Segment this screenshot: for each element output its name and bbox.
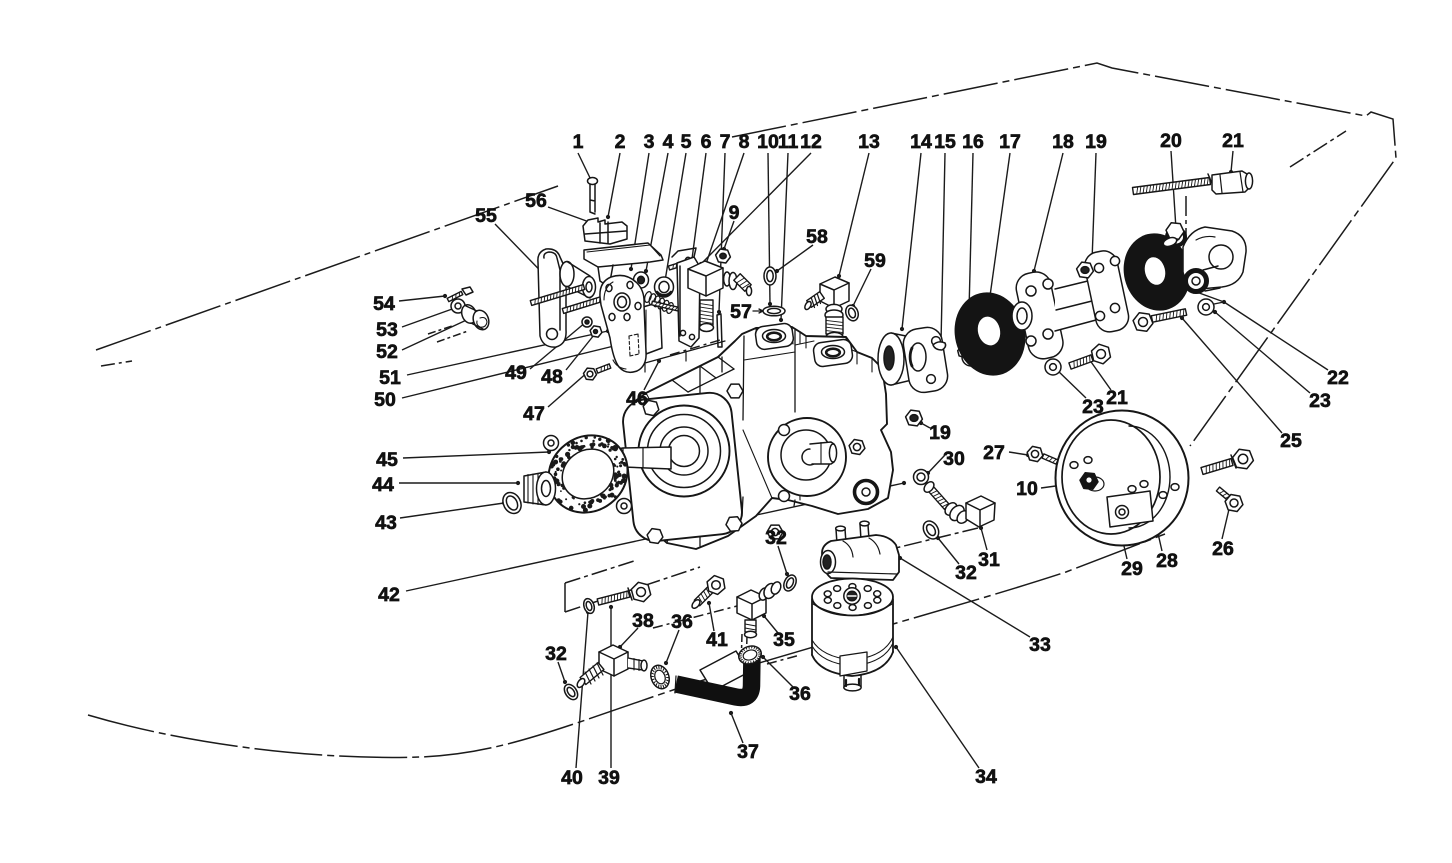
svg-text:55: 55 bbox=[475, 205, 497, 227]
svg-text:32: 32 bbox=[545, 643, 567, 665]
svg-text:6: 6 bbox=[701, 131, 712, 153]
svg-text:10: 10 bbox=[757, 131, 779, 153]
svg-text:36: 36 bbox=[789, 683, 811, 705]
svg-text:52: 52 bbox=[376, 341, 398, 363]
svg-text:11: 11 bbox=[778, 131, 799, 153]
svg-text:29: 29 bbox=[1121, 558, 1143, 580]
svg-text:51: 51 bbox=[379, 367, 401, 389]
svg-text:33: 33 bbox=[1029, 634, 1051, 656]
svg-text:14: 14 bbox=[910, 131, 932, 153]
svg-text:48: 48 bbox=[541, 366, 563, 388]
svg-text:38: 38 bbox=[632, 610, 654, 632]
svg-text:8: 8 bbox=[739, 131, 750, 153]
svg-text:4: 4 bbox=[663, 131, 674, 153]
svg-text:13: 13 bbox=[858, 131, 880, 153]
svg-text:27: 27 bbox=[983, 442, 1005, 464]
svg-text:59: 59 bbox=[864, 250, 886, 272]
svg-text:28: 28 bbox=[1156, 550, 1178, 572]
svg-text:40: 40 bbox=[561, 767, 583, 789]
svg-text:1: 1 bbox=[573, 131, 584, 153]
svg-text:53: 53 bbox=[376, 319, 398, 341]
svg-text:43: 43 bbox=[375, 512, 397, 534]
svg-text:7: 7 bbox=[720, 131, 731, 153]
svg-text:12: 12 bbox=[800, 131, 822, 153]
svg-text:23: 23 bbox=[1309, 390, 1331, 412]
svg-text:2: 2 bbox=[615, 131, 626, 153]
svg-text:54: 54 bbox=[373, 293, 395, 315]
svg-text:25: 25 bbox=[1280, 430, 1302, 452]
svg-text:49: 49 bbox=[505, 362, 527, 384]
svg-text:5: 5 bbox=[681, 131, 692, 153]
svg-text:18: 18 bbox=[1052, 131, 1074, 153]
svg-text:37: 37 bbox=[737, 741, 759, 763]
svg-text:21: 21 bbox=[1222, 130, 1244, 152]
svg-text:36: 36 bbox=[671, 611, 693, 633]
svg-text:21: 21 bbox=[1106, 387, 1128, 409]
svg-text:19: 19 bbox=[929, 422, 951, 444]
svg-text:41: 41 bbox=[706, 629, 728, 651]
svg-text:32: 32 bbox=[955, 562, 977, 584]
svg-text:39: 39 bbox=[598, 767, 620, 789]
svg-text:42: 42 bbox=[378, 584, 400, 606]
svg-text:3: 3 bbox=[644, 131, 655, 153]
svg-text:16: 16 bbox=[962, 131, 984, 153]
svg-text:22: 22 bbox=[1327, 367, 1349, 389]
svg-text:9: 9 bbox=[729, 202, 740, 224]
svg-text:45: 45 bbox=[376, 449, 398, 471]
svg-text:26: 26 bbox=[1212, 538, 1234, 560]
svg-text:19: 19 bbox=[1085, 131, 1107, 153]
svg-text:34: 34 bbox=[975, 766, 997, 788]
svg-text:47: 47 bbox=[523, 403, 545, 425]
svg-text:44: 44 bbox=[372, 474, 394, 496]
svg-text:35: 35 bbox=[773, 629, 795, 651]
svg-text:30: 30 bbox=[943, 448, 965, 470]
svg-text:46: 46 bbox=[626, 388, 648, 410]
svg-text:15: 15 bbox=[934, 131, 956, 153]
svg-text:31: 31 bbox=[978, 549, 1000, 571]
svg-text:10: 10 bbox=[1016, 478, 1038, 500]
svg-text:17: 17 bbox=[999, 131, 1021, 153]
svg-text:23: 23 bbox=[1082, 396, 1104, 418]
svg-text:57: 57 bbox=[730, 301, 752, 323]
svg-text:32: 32 bbox=[765, 527, 787, 549]
svg-text:56: 56 bbox=[525, 190, 547, 212]
svg-text:58: 58 bbox=[806, 226, 828, 248]
svg-text:50: 50 bbox=[374, 389, 396, 411]
svg-text:20: 20 bbox=[1160, 130, 1182, 152]
